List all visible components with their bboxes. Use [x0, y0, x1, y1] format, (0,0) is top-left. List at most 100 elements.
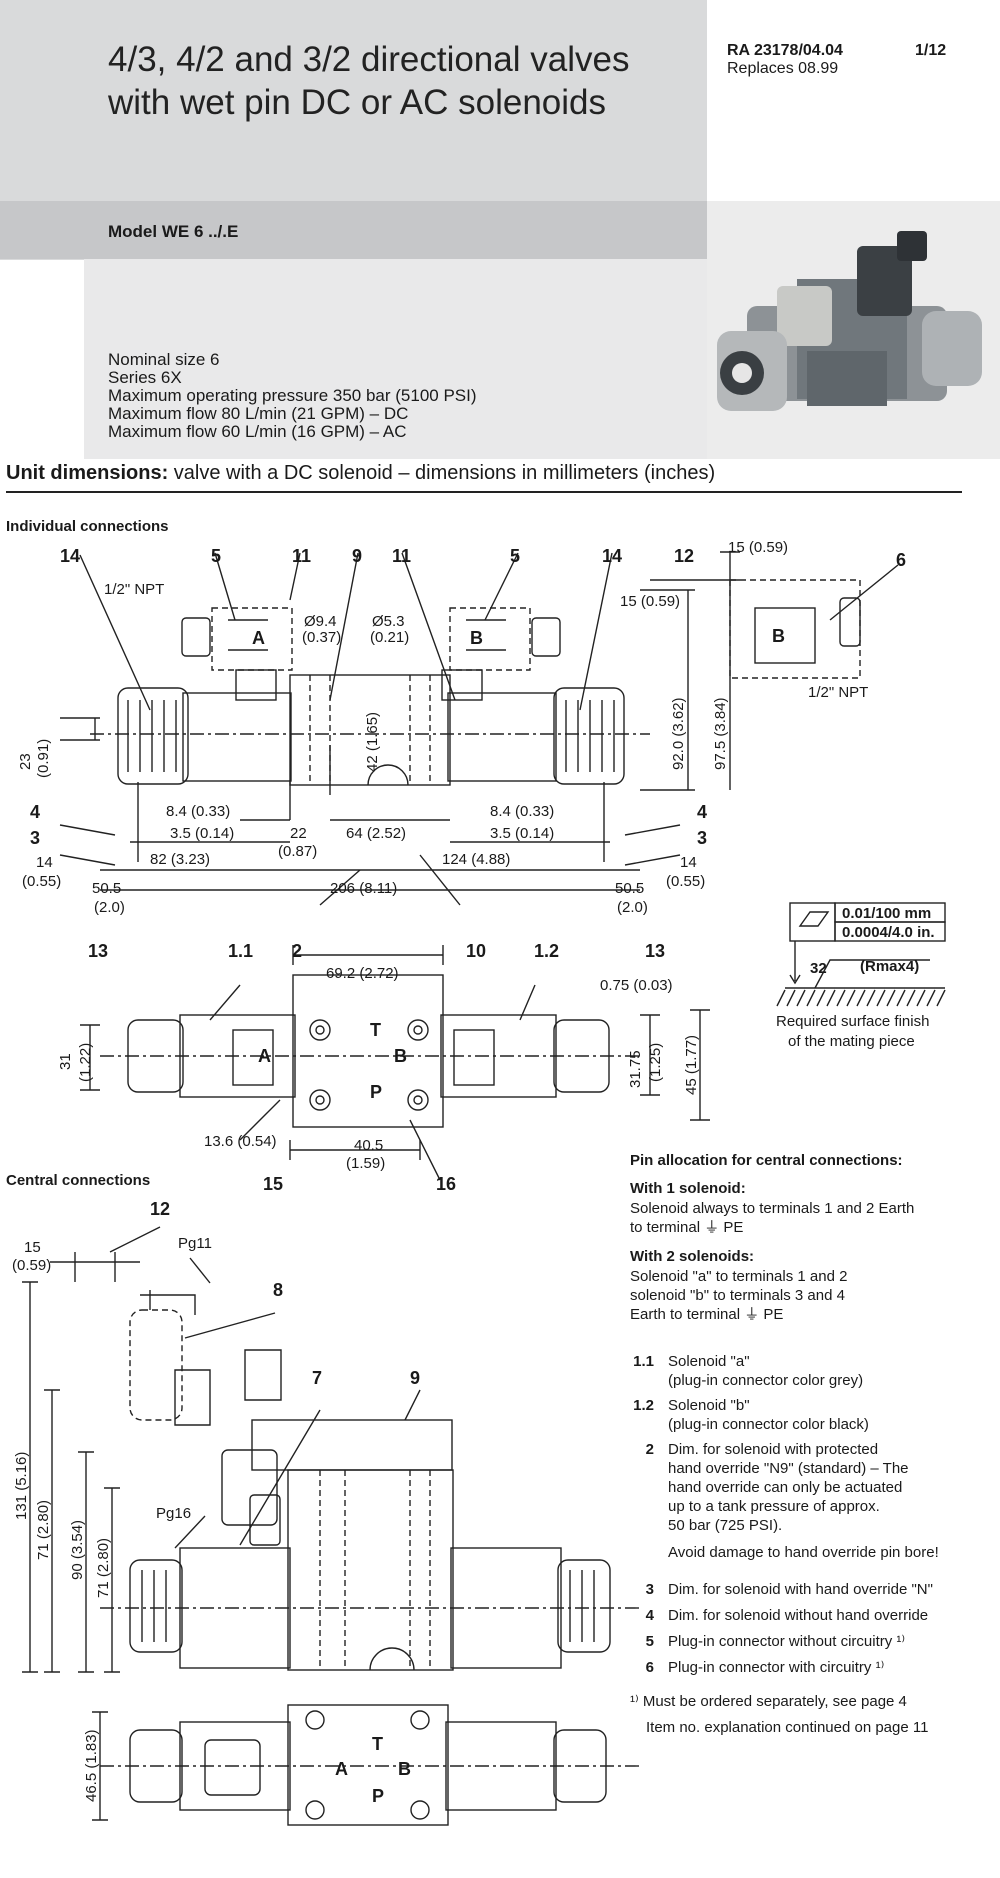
legend-item: 3 Dim. for solenoid with hand override "… [630, 1580, 1000, 1600]
label-1-1: 1.1 [228, 941, 253, 961]
dim-31: 31 [57, 1053, 74, 1070]
dim-40-5-in: (1.59) [346, 1155, 385, 1172]
dim-69-2: 69.2 (2.72) [326, 965, 399, 982]
central-dim-46-5: 46.5 (1.83) [83, 1729, 100, 1802]
surface-finish-1: Required surface finish [776, 1013, 929, 1030]
header-meta-area [707, 0, 1000, 201]
dim-45: 45 (1.77) [683, 1035, 700, 1095]
pin-two-line-3: Earth to terminal ⏚ PE [630, 1306, 784, 1323]
section-rule [6, 491, 962, 493]
dim-124: 124 (4.88) [442, 851, 510, 868]
pin-two-title: With 2 solenoids: [630, 1248, 755, 1265]
label-3-left: 3 [30, 828, 40, 848]
legend-text: Plug-in connector with circuitry ¹⁾ [668, 1659, 885, 1676]
label-5-right: 5 [510, 546, 520, 566]
model-band [0, 201, 707, 259]
replaces-note: Replaces 08.99 [727, 60, 839, 77]
npt-right: 1/2" NPT [808, 684, 868, 701]
spec-line: Maximum flow 60 L/min (16 GPM) – AC [108, 422, 407, 441]
central-dim-15-in: (0.59) [12, 1257, 51, 1274]
dim-14-left-in: (0.55) [22, 873, 61, 890]
label-15: 15 [263, 1174, 283, 1194]
label-13-right: 13 [645, 941, 665, 961]
dim-15-top: 15 (0.59) [728, 539, 788, 556]
central-port-t: T [372, 1734, 383, 1754]
label-11-left: 11 [292, 546, 311, 566]
dim-82: 82 (3.23) [150, 851, 210, 868]
dim-40-5: 40.5 [354, 1137, 383, 1154]
pin-two-line-2: solenoid "b" to terminals 3 and 4 [630, 1287, 845, 1304]
label-9: 9 [352, 546, 362, 566]
dim-42: 42 (1.65) [364, 712, 381, 772]
dim-23-in: (0.91) [35, 739, 52, 778]
footnote-1: ¹⁾ Must be ordered separately, see page … [630, 1693, 907, 1710]
legend-text: Solenoid "a"(plug-in connector color gre… [668, 1353, 864, 1389]
label-1-2: 1.2 [534, 941, 559, 961]
title-line-1: 4/3, 4/2 and 3/2 directional valves [108, 40, 630, 79]
npt-left: 1/2" NPT [104, 581, 164, 598]
legend-text: Dim. for solenoid without hand override [668, 1607, 929, 1624]
label-3-right: 3 [697, 828, 707, 848]
dim-50-5-right: 50.5 [615, 880, 644, 897]
central-label-8: 8 [273, 1280, 283, 1300]
legend-item: 1.1 Solenoid "a"(plug-in connector color… [630, 1352, 1000, 1392]
dim-14-right: 14 [680, 854, 697, 871]
port-b: B [394, 1046, 407, 1066]
spec-line: Maximum flow 80 L/min (21 GPM) – DC [108, 404, 409, 423]
specs-box [84, 259, 707, 459]
dim-d9-4-in: (0.37) [302, 629, 341, 646]
dim-50-5-left: 50.5 [92, 880, 121, 897]
central-port-b: B [398, 1759, 411, 1779]
document-title: 4/3, 4/2 and 3/2 directional valves with… [108, 38, 688, 124]
dim-8-4-right: 8.4 (0.33) [490, 803, 554, 820]
dim-50-5-right-in: (2.0) [617, 899, 648, 916]
central-dim-71-b: 71 (2.80) [95, 1538, 112, 1598]
label-6: 6 [896, 550, 906, 570]
dim-22-in: (0.87) [278, 843, 317, 860]
legend-number: 6 [645, 1659, 654, 1676]
dim-31-75: 31.75 [627, 1050, 644, 1088]
doc-number: RA 23178/04.04 [727, 42, 843, 59]
central-port-p: P [372, 1786, 384, 1806]
legend-item: 4 Dim. for solenoid without hand overrid… [630, 1606, 1000, 1626]
pin-allocation-title: Pin allocation for central connections: [630, 1152, 903, 1169]
roughness-32: 32 [810, 960, 827, 977]
product-photo [707, 201, 1000, 459]
central-label-9: 9 [410, 1368, 420, 1388]
dim-50-5-left-in: (2.0) [94, 899, 125, 916]
dim-8-4-left: 8.4 (0.33) [166, 803, 230, 820]
legend-number: 3 [645, 1581, 654, 1598]
dim-d9-4: Ø9.4 [304, 613, 337, 630]
label-4-left: 4 [30, 802, 40, 822]
label-2: 2 [292, 941, 302, 961]
legend-item: 5 Plug-in connector without circuitry ¹⁾ [630, 1632, 1000, 1652]
legend-number: 2 [645, 1441, 654, 1458]
subheading-central: Central connections [6, 1172, 151, 1189]
port-t: T [370, 1020, 381, 1040]
pin-two-line-1: Solenoid "a" to terminals 1 and 2 [630, 1268, 848, 1285]
port-p: P [370, 1082, 382, 1102]
connector-b: B [470, 628, 483, 648]
dim-13-6: 13.6 (0.54) [204, 1133, 277, 1150]
dim-d5-3: Ø5.3 [372, 613, 405, 630]
surface-finish-2: of the mating piece [788, 1033, 915, 1050]
dim-92: 92.0 (3.62) [670, 697, 687, 770]
model-name: Model WE 6 ../.E [108, 222, 239, 241]
label-12: 12 [674, 546, 694, 566]
legend-text: Solenoid "b"(plug-in connector color bla… [668, 1397, 869, 1433]
port-a: A [258, 1046, 271, 1066]
central-label-7: 7 [312, 1368, 322, 1388]
dim-3-5-left: 3.5 (0.14) [170, 825, 234, 842]
section-heading-bold: Unit dimensions: [6, 462, 169, 484]
dim-206: 206 (8.11) [330, 880, 397, 897]
page-number: 1/12 [915, 42, 947, 59]
central-dim-15: 15 [24, 1239, 41, 1256]
connector-a: A [252, 628, 265, 648]
dim-14-right-in: (0.55) [666, 873, 705, 890]
pin-one-title: With 1 solenoid: [630, 1180, 746, 1197]
dim-64: 64 (2.52) [346, 825, 406, 842]
legend-number: 5 [645, 1633, 654, 1650]
section-heading-rest: valve with a DC solenoid – dimensions in… [168, 462, 716, 484]
